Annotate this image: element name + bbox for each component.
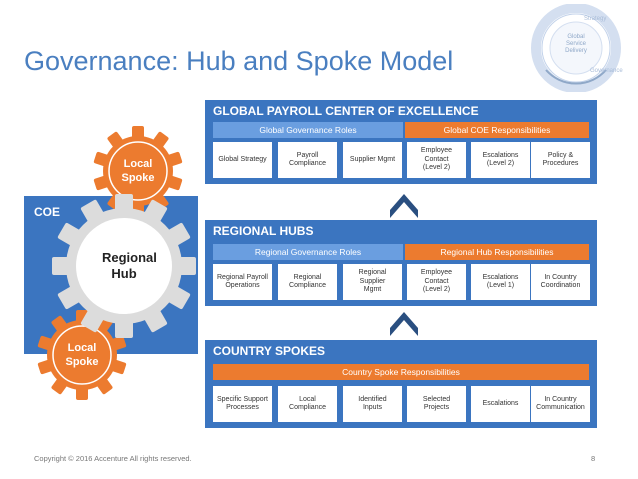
cell-line: Escalations: [482, 273, 519, 281]
cell-line: (Level 2): [486, 160, 515, 167]
cell-line: Escalations: [482, 399, 519, 407]
cell-line: Regional: [293, 273, 322, 281]
country-spoke-responsibilities-bar: Country Spoke Responsibilities: [213, 364, 589, 380]
page-number: 8: [591, 454, 596, 463]
cell-line: Identified: [358, 395, 387, 403]
cell-line: Projects: [423, 404, 450, 411]
cell-line: In Country: [544, 273, 577, 281]
cell-line: Payroll: [296, 151, 319, 159]
panel-title: COUNTRY SPOKES: [213, 344, 326, 358]
cell: Employee Contact(Level 2): [407, 142, 466, 178]
badge-center-line: Global: [567, 34, 585, 40]
cell-line: Specific Support: [217, 395, 268, 403]
global-governance-roles-bar: Global Governance Roles: [213, 122, 403, 138]
spoke-top-line: Spoke: [121, 172, 155, 184]
cell-line: Local: [299, 395, 316, 403]
panel-country-spokes: COUNTRY SPOKES Country Spoke Responsibil…: [205, 340, 597, 428]
cell-line: Operations: [225, 282, 260, 289]
global-coe-responsibilities-bar: Global COE Responsibilities: [405, 122, 589, 138]
chevron-up-icon: [390, 312, 418, 336]
cell-line: Selected: [422, 395, 451, 403]
panel-global-coe: GLOBAL PAYROLL CENTER OF EXCELLENCE Glob…: [205, 100, 597, 184]
cell-line: Global Strategy: [218, 155, 267, 163]
cell-line: In Country: [544, 395, 577, 403]
panel-title: GLOBAL PAYROLL CENTER OF EXCELLENCE: [213, 104, 479, 118]
cell-line: Policy &: [547, 151, 574, 159]
cell: Escalations(Level 2): [471, 142, 530, 178]
spoke-top-label: Local Spoke: [118, 157, 158, 185]
panel-title: REGIONAL HUBS: [213, 224, 314, 238]
regional-hub-responsibilities-bar: Regional Hub Responsibilities: [405, 244, 589, 260]
cell-line: Regional Payroll: [217, 273, 268, 281]
badge-ring-icon: [531, 3, 621, 93]
cell-line: Employee Contact: [420, 147, 453, 163]
hub-label: Regional Hub: [102, 250, 157, 282]
cell: Policy &Procedures: [531, 142, 590, 178]
cell-line: Supplier Mgmt: [349, 155, 396, 163]
badge-center-line: Service: [565, 41, 586, 47]
spoke-bottom-label: Local Spoke: [62, 341, 102, 369]
cell-line: Compliance: [289, 282, 326, 289]
badge-ring-label: Strategy: [584, 16, 607, 22]
gear-top-icon: [93, 126, 183, 216]
cell-line: Mgmt: [363, 286, 382, 294]
cell: Escalations(Level 1): [471, 264, 530, 300]
cell: Global Strategy: [213, 142, 272, 178]
cell-line: Employee Contact: [420, 269, 453, 285]
cell: Escalations: [471, 386, 530, 422]
panel-regional-hubs: REGIONAL HUBS Regional Governance Roles …: [205, 220, 597, 306]
cell-line: Coordination: [540, 282, 581, 289]
cell: Employee Contact(Level 2): [407, 264, 466, 300]
cell-line: Escalations: [482, 151, 519, 159]
gear-hub-icon: [52, 194, 196, 338]
spoke-bottom-line: Spoke: [65, 356, 99, 368]
spoke-top-line: Local: [123, 158, 153, 170]
coe-label: COE: [34, 205, 61, 219]
cell-line: Regional Supplier: [358, 269, 387, 285]
gear-bottom-icon: [37, 310, 127, 400]
hub-line: Hub: [111, 266, 137, 281]
cell-line: Inputs: [362, 404, 383, 411]
cell-line: (Level 1): [486, 282, 515, 289]
cell-line: Procedures: [542, 160, 579, 167]
cell-line: Compliance: [289, 404, 326, 411]
global-service-delivery-badge: Global Service Delivery Strategy Governa…: [528, 3, 624, 93]
cell-line: Communication: [536, 404, 585, 411]
badge-ring-label: Governance: [590, 68, 623, 74]
cell-line: (Level 2): [422, 286, 451, 294]
page-title: Governance: Hub and Spoke Model: [24, 46, 454, 76]
gears-graphic: [37, 126, 196, 400]
badge-center-line: Delivery: [565, 48, 587, 54]
cell-line: Compliance: [289, 160, 326, 167]
copyright-footer: Copyright © 2016 Accenture All rights re…: [34, 454, 192, 463]
cell: Supplier Mgmt: [343, 142, 402, 178]
cell-line: Processes: [226, 404, 259, 411]
chevron-up-icon: [390, 194, 418, 218]
spoke-bottom-line: Local: [67, 342, 97, 354]
hub-line: Regional: [102, 250, 157, 265]
cell-line: (Level 2): [422, 164, 451, 172]
regional-governance-roles-bar: Regional Governance Roles: [213, 244, 403, 260]
